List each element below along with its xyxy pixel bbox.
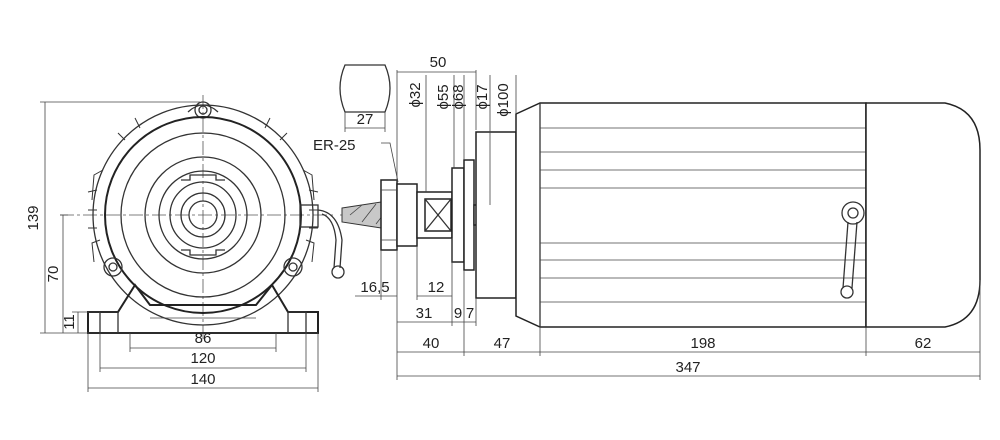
collet-body [416, 191, 453, 239]
front-base-feet [87, 283, 319, 334]
front-shaft-bore [188, 200, 218, 230]
front-bearing-outer [144, 156, 262, 274]
rear-fan-cover [865, 102, 981, 328]
front-bolt-left [103, 257, 123, 277]
front-housing-fins [87, 104, 319, 326]
dim-dia-100: ϕ100 [495, 83, 512, 116]
motor-body [515, 102, 867, 328]
dim-120: 120 [190, 350, 215, 367]
dim-7: 7 [466, 305, 474, 322]
front-dim-140: 140 [87, 333, 319, 392]
front-bearing-ring [158, 170, 248, 260]
dim-86: 86 [195, 330, 212, 347]
front-collet-slot-top [181, 174, 225, 181]
front-dim-11: 11 [61, 311, 100, 333]
er25-callout: ER-25 [313, 137, 399, 183]
dim-31: 31 [416, 305, 433, 322]
dim-47: 47 [494, 335, 511, 352]
front-dim-139: 139 [25, 101, 200, 334]
dim-31-9-7-group: 31 9 7 [396, 270, 477, 326]
dim-dia-17: ϕ17 [474, 84, 491, 109]
dim-50: 50 [430, 54, 447, 71]
dim-198: 198 [690, 335, 715, 352]
collet-nut [380, 179, 418, 251]
front-dim-70: 70 [45, 214, 68, 333]
dim-347-group: 347 [397, 359, 980, 377]
collet-label: ER-25 [313, 137, 356, 154]
front-view: 139 70 11 86 120 140 [25, 95, 345, 392]
front-dim-120: 120 [99, 333, 307, 372]
front-flange-ring [120, 132, 286, 298]
dim-dia-55: ϕ55 [435, 84, 452, 109]
dim-9: 9 [454, 305, 462, 322]
dim-62: 62 [915, 335, 932, 352]
diameter-labels: ϕ32 ϕ55 ϕ68 ϕ17 ϕ100 [407, 75, 517, 205]
dim-chain-bottom: 40 47 198 62 [396, 280, 981, 380]
front-end-cap [475, 131, 517, 299]
top-bolt-boss [187, 101, 219, 119]
shaft-section-flat: 27 [339, 64, 391, 132]
front-collet-outer [169, 181, 237, 249]
front-cable-gland [299, 204, 345, 279]
front-bolt-right [283, 257, 303, 277]
dim-11: 11 [61, 314, 78, 330]
dim-dia-32: ϕ32 [407, 82, 424, 107]
dim-27: 27 [357, 111, 374, 128]
front-flange-outer [104, 116, 302, 314]
front-collet-inner [180, 192, 226, 238]
dim-dia-68: ϕ68 [450, 84, 467, 109]
dim-40: 40 [423, 335, 440, 352]
dim-347: 347 [675, 359, 700, 376]
side-view: 27 [313, 54, 981, 380]
dim-140: 140 [190, 371, 215, 388]
front-collet-slot-bottom [181, 249, 225, 256]
dim-12-group: 12 [416, 238, 453, 326]
dim-16-5-group: 16,5 [355, 250, 398, 300]
dim-50-group: 50 [396, 54, 477, 182]
dim-16-5: 16,5 [360, 279, 389, 296]
dim-12: 12 [428, 279, 445, 296]
dim-139: 139 [25, 205, 42, 230]
front-dim-86: 86 [129, 330, 277, 352]
dim-70: 70 [45, 266, 62, 283]
side-cable [840, 201, 865, 299]
